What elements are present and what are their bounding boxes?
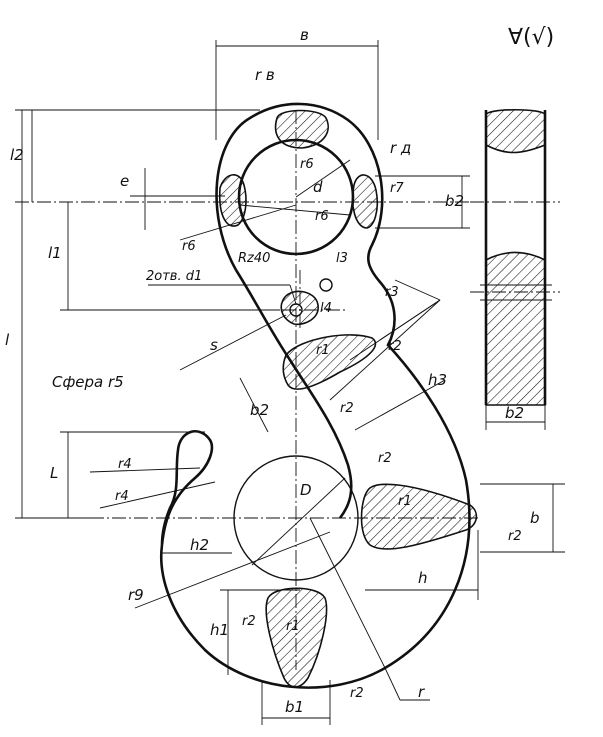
label-r2-f: r2 [350,686,364,701]
label-r1-top: r1 [316,343,330,358]
label-r6-left: r6 [182,239,196,254]
label-d: d [313,178,323,196]
label-r2-d: r2 [508,529,522,544]
label-h: h [418,569,428,587]
dimension-labels: в r в r д r6 d r6 r6 r7 l2 e l1 b2 2отв.… [5,26,540,716]
label-b1: b1 [285,698,304,716]
label-h1: h1 [210,621,229,639]
label-e: e [120,172,129,190]
label-l1: l1 [48,244,62,262]
section-right-body [360,483,478,550]
label-r6-top: r6 [300,157,314,172]
label-D: D [300,481,312,499]
label-s: s [210,336,218,354]
label-L: L [50,464,58,482]
cross-sections [218,109,478,688]
label-B: в [300,26,309,44]
label-r4-a: r4 [118,457,132,472]
label-r-v: r в [255,66,275,84]
label-r-d: r д [390,139,411,157]
side-view [470,109,560,430]
label-h2: h2 [190,536,209,554]
section-top [274,109,329,149]
surface-finish-symbol: ∀(√) [508,25,554,50]
label-l4: l4 [320,301,332,316]
label-r2-a: r2 [388,339,402,354]
label-r3: r3 [385,285,399,300]
label-rz: Rz40 [238,251,270,266]
label-r2-c: r2 [378,451,392,466]
label-r2-b: r2 [340,401,354,416]
label-r6-bot: r6 [315,209,329,224]
section-right-eye [351,174,379,229]
label-r9: r9 [128,586,144,604]
label-l: l [5,331,10,349]
label-l2: l2 [10,146,24,164]
label-two-holes: 2отв. d1 [146,269,202,284]
dimension-lines [15,40,565,725]
label-b2-side: b2 [505,404,524,422]
label-b: b [530,509,540,527]
section-bottom [265,587,328,688]
label-b2-left: b2 [250,401,269,419]
label-r4-b: r4 [115,489,129,504]
label-r: r [418,683,425,701]
section-left-eye [218,174,247,227]
label-b2-right: b2 [445,192,464,210]
label-r1-right: r1 [398,494,412,509]
label-r7: r7 [390,181,404,196]
section-shank [280,290,319,326]
label-r2-e: r2 [242,614,256,629]
label-h3: h3 [428,371,447,389]
section-inclined [282,334,377,390]
label-r1-bot: r1 [286,619,300,634]
label-l3: l3 [336,251,348,266]
label-sphere: Сфера r5 [52,373,124,391]
